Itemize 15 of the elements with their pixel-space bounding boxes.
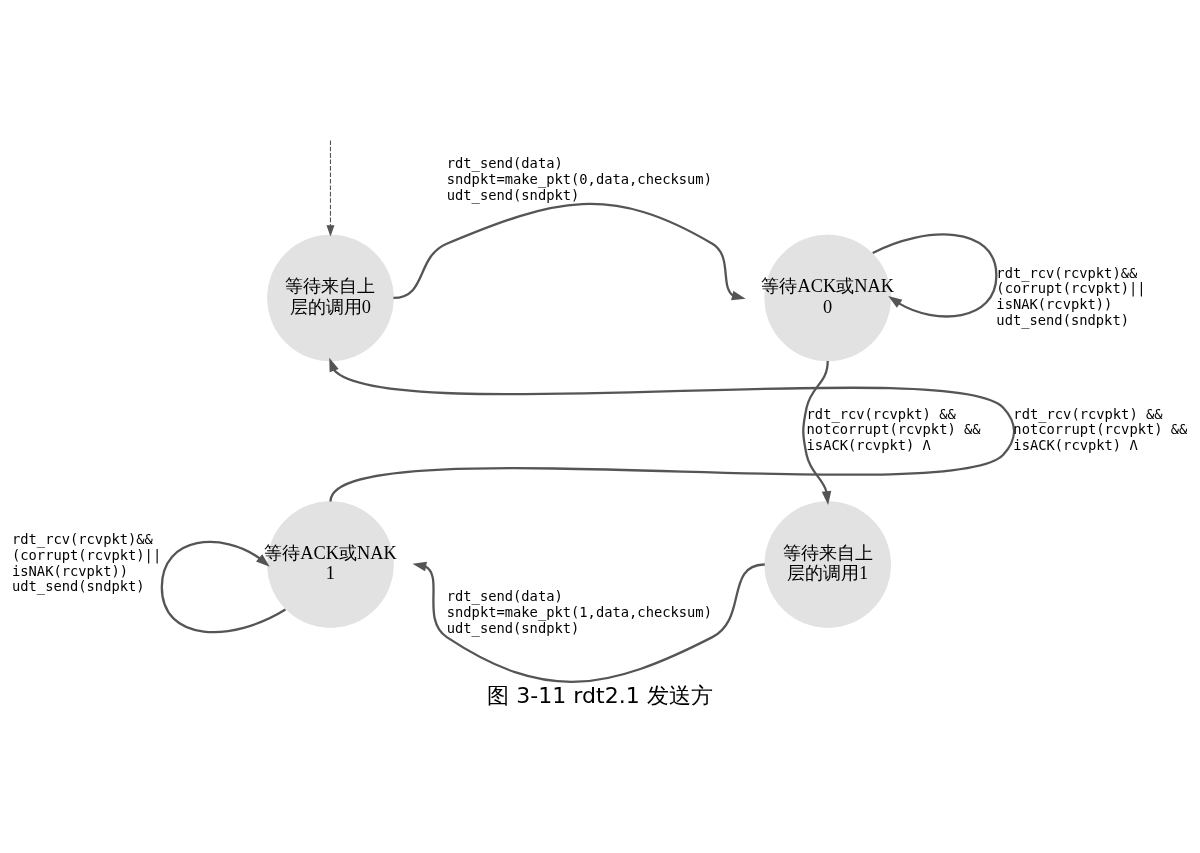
caption: 图 3-11 rdt2.1 发送方 [487,683,713,709]
arrow [329,357,1015,503]
edge-label: rdt_rcv(rcvpkt)&& (corrupt(rcvpkt)|| isNAK(rcvpkt)) udt_send(sndpkt) [12,531,162,595]
edge-label: rdt_send(data) sndpkt=make_pkt(1,data,checksum) udt_send(sndpkt) [446,588,712,636]
edge-label: rdt_rcv(rcvpkt) && notcorrupt(rcvpkt) && isACK(rcvpkt) Λ [1013,405,1188,454]
node-circle: 等待ACK或NAK 0 [764,234,892,362]
arrow [802,360,832,505]
edge-label: rdt_rcv(rcvpkt) && notcorrupt(rcvpkt) && isACK(rcvpkt) Λ [806,405,981,454]
edge-label: rdt_send(data) sndpkt=make_pkt(0,data,checksum) udt_send(sndpkt) [446,155,712,203]
edge-label: rdt_rcv(rcvpkt)&& (corrupt(rcvpkt)|| isNAK(rcvpkt)) udt_send(sndpkt) [996,264,1146,328]
arrow [393,203,746,301]
arrow [326,139,335,237]
node-circle: 等待来自上层的调用1 [764,501,892,628]
node-circle: 等待来自上层的调用0 [267,234,394,362]
arrow [412,561,765,683]
